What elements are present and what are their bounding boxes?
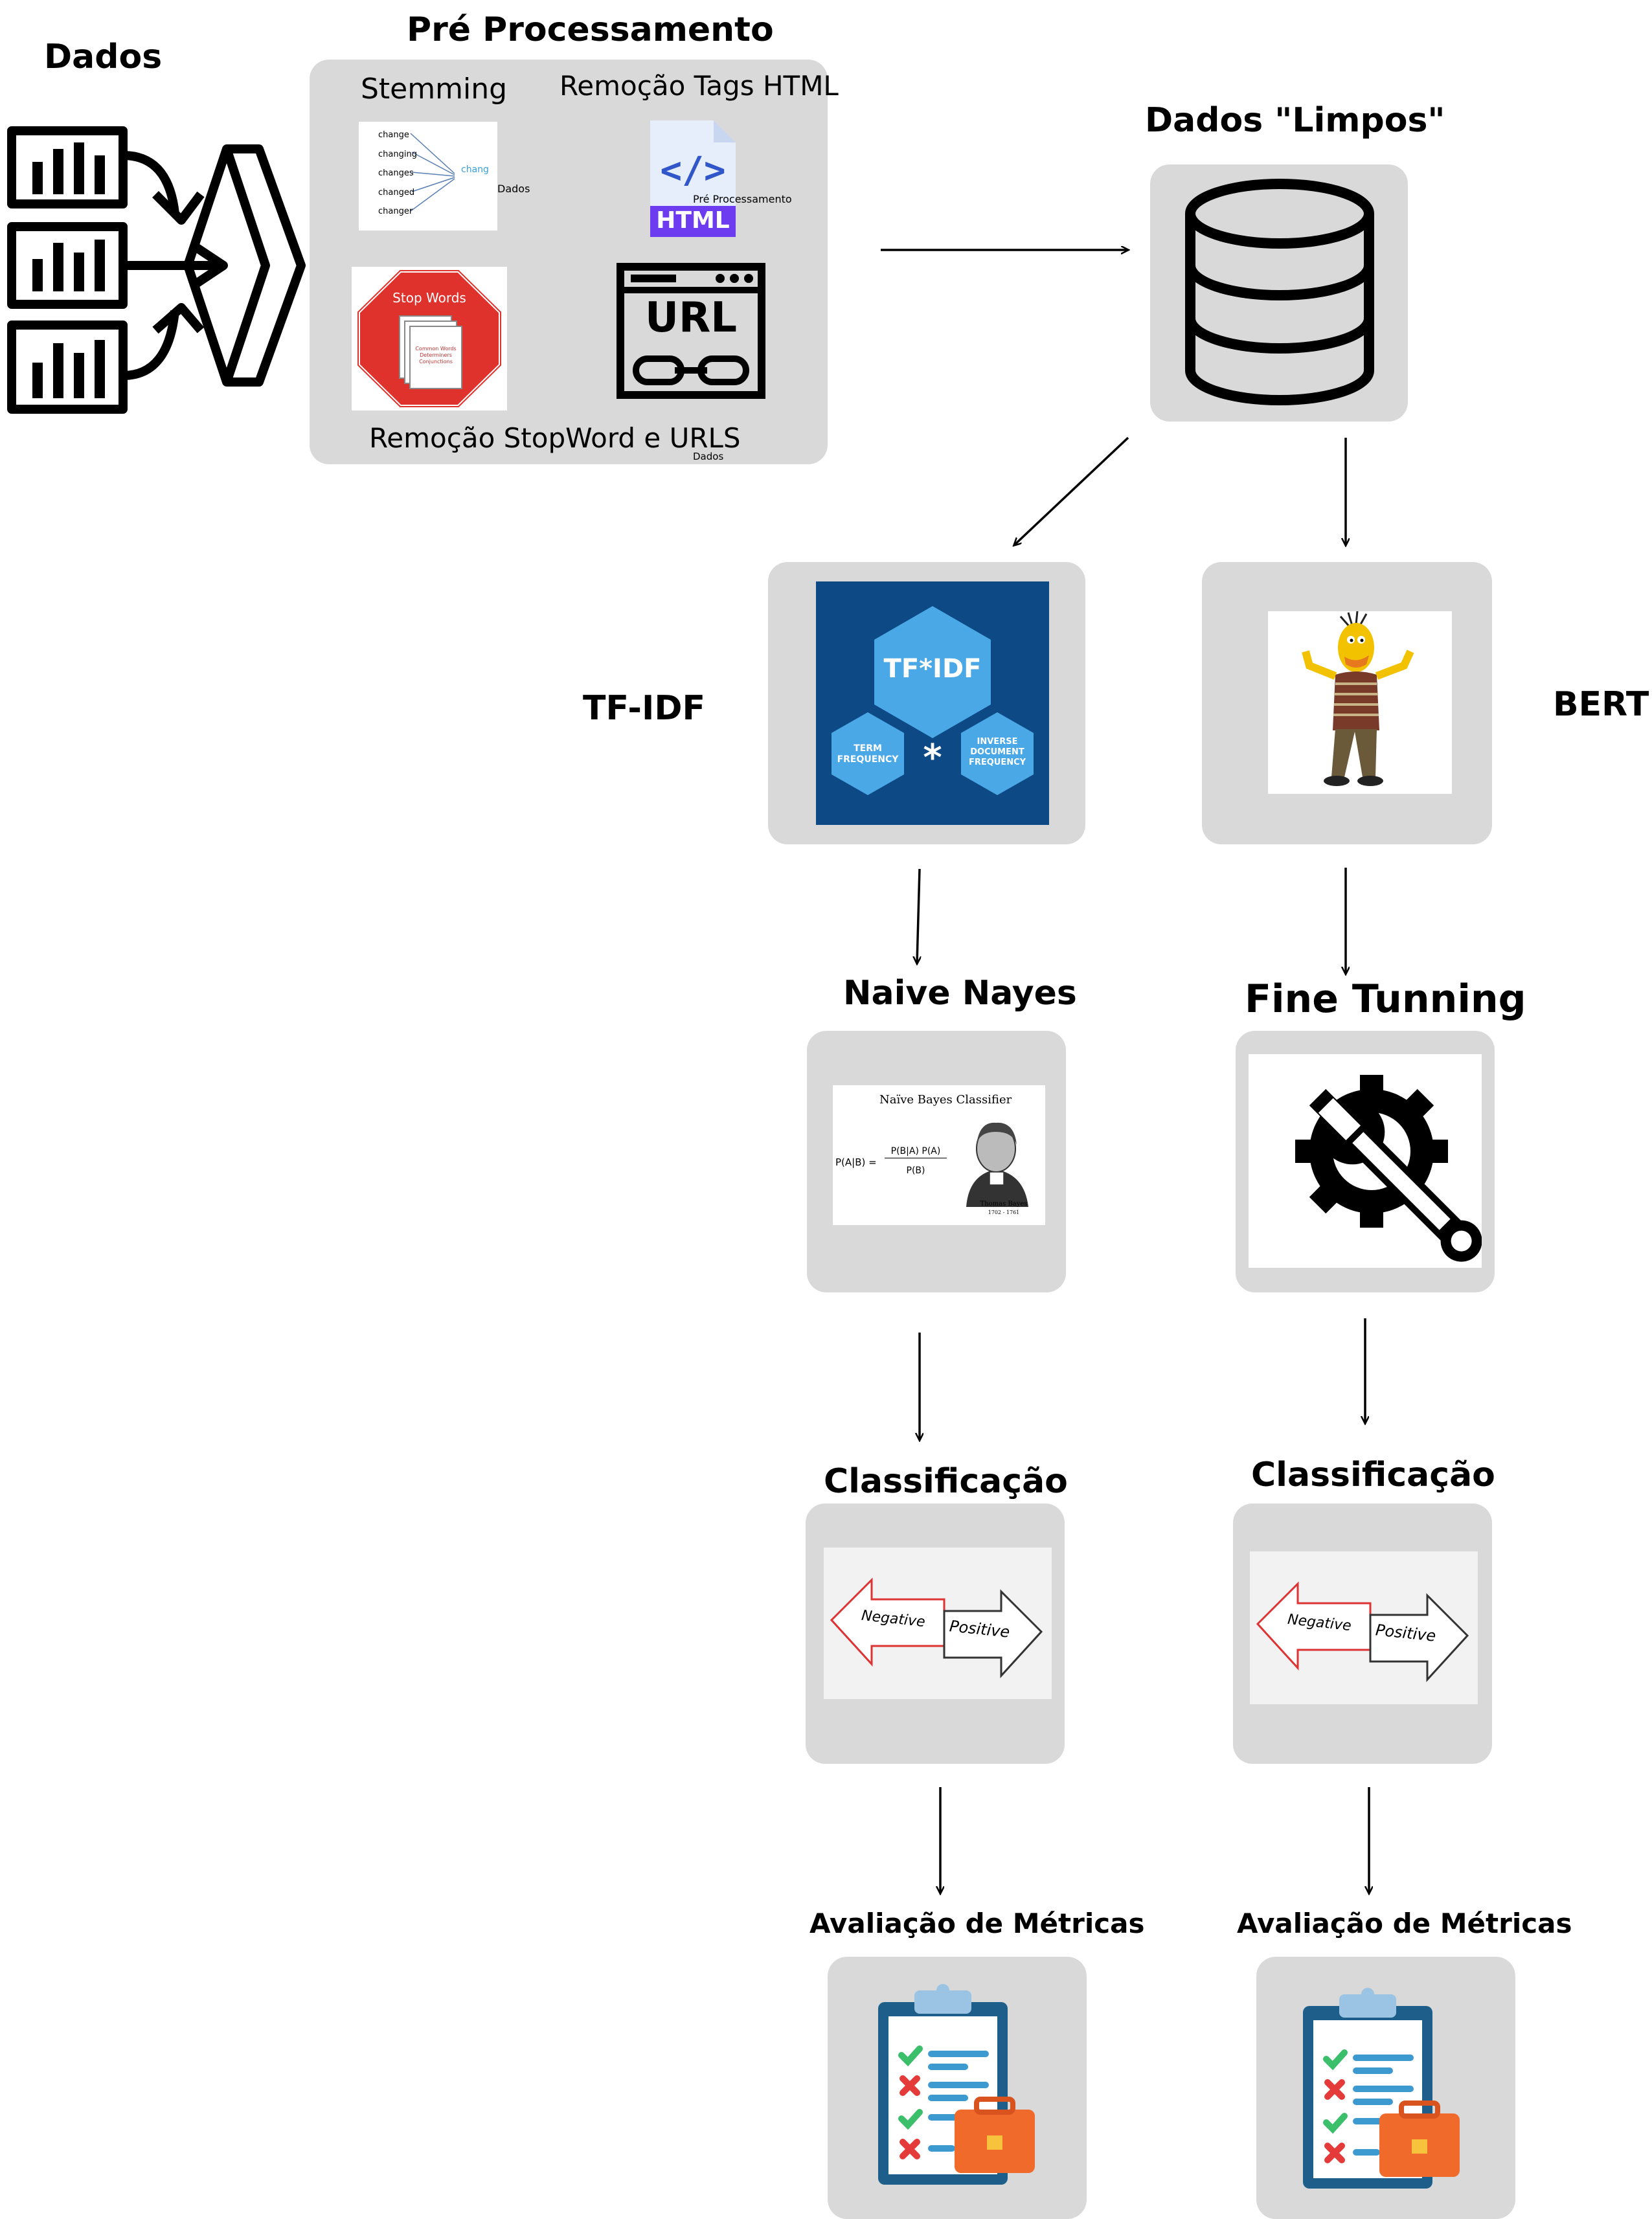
stem-word: change	[378, 130, 409, 140]
fine-tuning-title: Fine Tunning	[1245, 976, 1526, 1022]
nb-portrait-name: Thomas Bayes	[980, 1200, 1028, 1208]
stemming-caption: Dados	[497, 183, 530, 195]
stemming-image: change changing changes changed changer …	[359, 122, 497, 231]
evaluation-right-title: Avaliação de Métricas	[1237, 1908, 1572, 1939]
classification-left-image: Negative Positive	[824, 1548, 1052, 1699]
tfidf-hexagons-icon	[832, 606, 1034, 795]
stop-sign-icon	[356, 269, 503, 409]
bert-character-icon	[1302, 611, 1414, 786]
wrench-gear-icon	[1295, 1075, 1482, 1262]
stemming-word-list: change changing changes changed changer	[378, 126, 417, 221]
arrow-tfidf-to-nb	[917, 868, 920, 963]
fine-tuning-image	[1249, 1054, 1482, 1268]
stemming-label: Stemming	[361, 73, 508, 106]
stop-sign-text: Stop Words	[392, 290, 466, 306]
metrics-clipboard-icon	[878, 1984, 1035, 2185]
tfidf-main-text: TF*IDF	[883, 654, 982, 684]
html-file-icon: </>	[650, 120, 736, 237]
naive-bayes-title: Naive Nayes	[843, 974, 1077, 1013]
nb-heading: Naïve Bayes Classifier	[879, 1093, 1012, 1107]
html-tags-label: Remoção Tags HTML	[560, 70, 839, 102]
neg-pos-arrows-icon	[1256, 1581, 1469, 1682]
stopword-urls-label: Remoção StopWord e URLS	[369, 422, 741, 454]
classification-right-image: Negative Positive	[1250, 1551, 1478, 1704]
nb-numerator: P(B|A) P(A)	[885, 1146, 947, 1158]
nb-denominator: P(B)	[906, 1166, 925, 1176]
database-icon	[1185, 179, 1374, 405]
classification-left-title: Classificação	[824, 1462, 1068, 1501]
url-text: URL	[644, 294, 738, 342]
metrics-clipboard-icon	[1303, 1988, 1460, 2189]
pre-processing-title: Pré Processamento	[407, 10, 774, 49]
bert-label: BERT	[1553, 685, 1649, 724]
neg-pos-arrows-icon	[830, 1577, 1043, 1678]
bert-image	[1268, 611, 1452, 794]
stopword-caption: Dados	[693, 451, 724, 462]
stem-word: changes	[378, 168, 414, 178]
multiply-symbol: *	[923, 737, 942, 779]
stem-result: chang	[461, 164, 489, 175]
stem-word: changed	[378, 187, 415, 197]
stem-word: changing	[378, 149, 417, 159]
dados-title: Dados	[44, 38, 163, 76]
evaluation-left-title: Avaliação de Métricas	[809, 1908, 1145, 1939]
html-caption: Pré Processamento	[693, 193, 792, 205]
html-badge: HTML	[656, 207, 730, 234]
clean-data-title: Dados "Limpos"	[1145, 101, 1445, 140]
arrow-clean-to-tfidf	[1014, 436, 1129, 545]
tfidf-label: TF-IDF	[583, 689, 706, 728]
stemming-arrows-icon	[410, 133, 455, 212]
nb-formula-lhs: P(A|B) =	[835, 1156, 877, 1168]
classification-right-title: Classificação	[1251, 1456, 1495, 1494]
url-link-icon	[617, 263, 765, 399]
stem-word: changer	[378, 207, 413, 216]
data-merge-icon	[7, 126, 306, 414]
naive-bayes-image: Naïve Bayes Classifier P(A|B) = P(B|A) P…	[833, 1085, 1045, 1225]
nb-portrait-years: 1702 - 1761	[988, 1210, 1020, 1215]
svg-text:</>: </>	[660, 150, 725, 192]
thomas-bayes-portrait	[966, 1122, 1028, 1207]
